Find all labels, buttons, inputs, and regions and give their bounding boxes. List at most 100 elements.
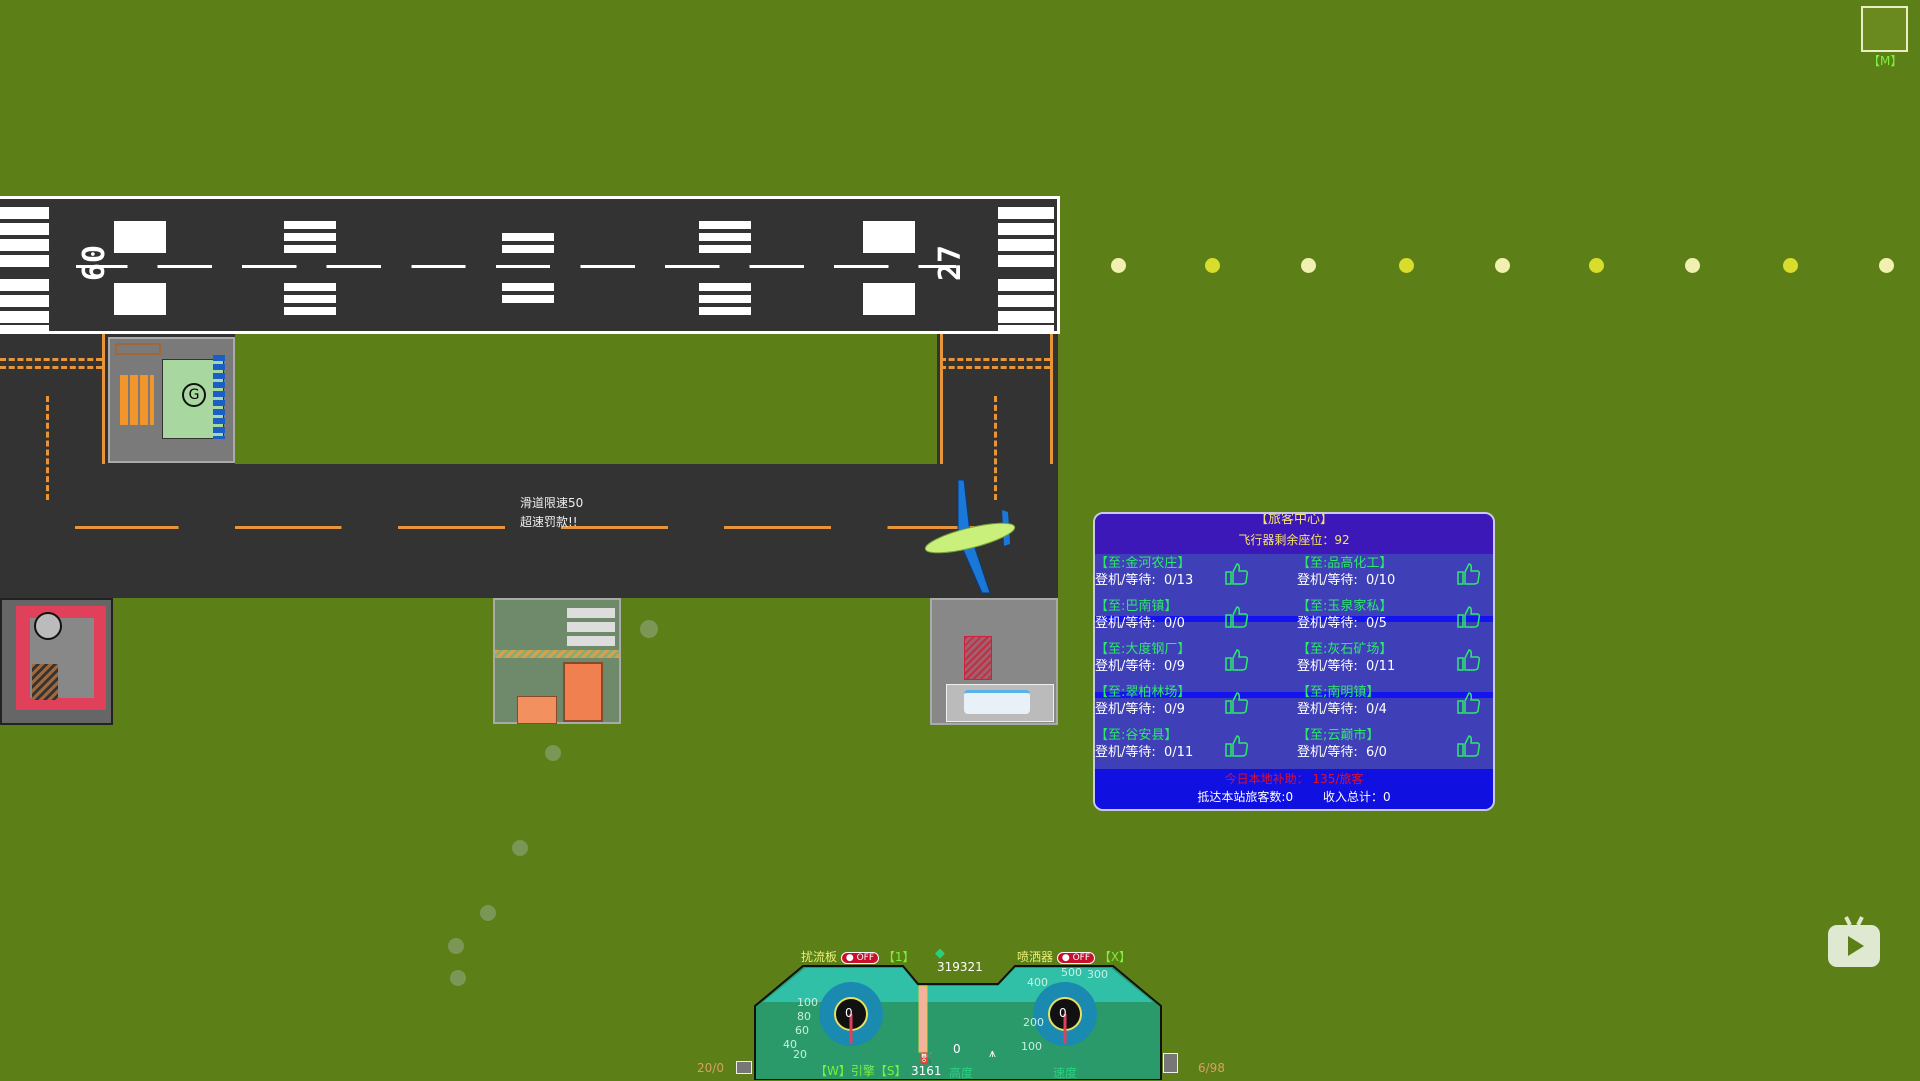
- spoiler-toggle[interactable]: ● OFF: [840, 951, 879, 964]
- cargo-building[interactable]: [930, 598, 1058, 725]
- speed-tick: 200: [1023, 1016, 1044, 1029]
- runway: 09 27: [0, 196, 1060, 334]
- thumbs-up-icon[interactable]: [1225, 734, 1249, 758]
- sprayer-toggle[interactable]: ● OFF: [1056, 951, 1095, 964]
- spoiler-control[interactable]: 扰流板 ● OFF 【1】: [801, 948, 914, 965]
- panel-title: 【旅客中心】: [1254, 512, 1333, 527]
- income-total: 收入总计：0: [1322, 790, 1391, 804]
- taxiway-speed-sign: 滑道限速50 超速罚款!!: [520, 494, 583, 532]
- hangar-building[interactable]: [0, 598, 113, 725]
- engine-tick: 100: [797, 996, 818, 1009]
- thumbs-up-icon[interactable]: [1457, 562, 1481, 586]
- value-label: 登机/等待:: [1297, 616, 1358, 631]
- value-label: 登机/等待:: [1095, 659, 1156, 674]
- approach-light: [1205, 258, 1220, 273]
- tree: [448, 938, 464, 954]
- value-label: 登机/等待:: [1095, 616, 1156, 631]
- boarding-waiting: 登机/等待: 0/4: [1297, 702, 1387, 717]
- approach-light: [1685, 258, 1700, 273]
- tree: [480, 905, 496, 921]
- thumbs-up-icon[interactable]: [1225, 648, 1249, 672]
- terminal-building[interactable]: G: [108, 337, 235, 463]
- value-label: 登机/等待:: [1297, 573, 1358, 588]
- fuel-value: 3161: [911, 1064, 942, 1078]
- value-label: 登机/等待:: [1095, 573, 1156, 588]
- speed-tick: 100: [1021, 1040, 1042, 1053]
- boarding-waiting: 登机/等待: 0/11: [1297, 659, 1395, 674]
- thumbs-up-icon[interactable]: [1225, 562, 1249, 586]
- thumbs-up-icon[interactable]: [1225, 691, 1249, 715]
- thumbs-up-icon[interactable]: [1457, 734, 1481, 758]
- seats-remaining: 飞行器剩余座位：92: [1238, 533, 1350, 547]
- sprayer-state: OFF: [1072, 952, 1090, 963]
- money-icon: ◆: [935, 946, 945, 961]
- boarding-waiting: 登机/等待: 0/10: [1297, 573, 1395, 588]
- centerline: [76, 265, 956, 268]
- fuel-depot-building[interactable]: [493, 598, 621, 724]
- cargo-count: 20/0: [697, 1061, 724, 1075]
- boarding-waiting: 登机/等待: 0/5: [1297, 616, 1387, 631]
- subsidy-text: 今日本地补助： 135/旅客: [1224, 772, 1364, 786]
- destination-name: 【至:翠柏林场】: [1095, 685, 1191, 700]
- boarding-waiting: 登机/等待: 0/0: [1095, 616, 1185, 631]
- destination-name: 【至:玉泉家私】: [1297, 599, 1393, 614]
- destination-name: 【至:谷安县】: [1095, 728, 1178, 743]
- altitude-value: 0: [953, 1042, 961, 1056]
- sprayer-icon: ⩚: [989, 1046, 996, 1060]
- value-label: 登机/等待:: [1095, 745, 1156, 760]
- money-value: 319321: [937, 960, 983, 974]
- tree: [640, 620, 658, 638]
- luggage-icon: [1163, 1053, 1178, 1073]
- speed-tick: 400: [1027, 976, 1048, 989]
- boarding-value: 0/4: [1366, 702, 1387, 717]
- approach-light: [1301, 258, 1316, 273]
- engine-value: 0: [845, 1006, 853, 1020]
- approach-light: [1783, 258, 1798, 273]
- spoiler-key: 【1】: [882, 950, 915, 964]
- panel-header: 【旅客中心】 飞行器剩余座位：92: [1095, 514, 1493, 554]
- approach-light: [1495, 258, 1510, 273]
- destination-name: 【至:金河农庄】: [1095, 556, 1191, 571]
- value-label: 登机/等待:: [1297, 745, 1358, 760]
- sprayer-label: 喷洒器: [1017, 950, 1054, 964]
- approach-light: [1399, 258, 1414, 273]
- minimap-hotkey: 【M】: [1868, 54, 1903, 68]
- thumbs-up-icon[interactable]: [1457, 605, 1481, 629]
- thumbs-up-icon[interactable]: [1457, 691, 1481, 715]
- arrived-count: 抵达本站旅客数:0: [1197, 790, 1294, 804]
- tree: [545, 745, 561, 761]
- boarding-value: 0/10: [1366, 573, 1396, 588]
- spoiler-label: 扰流板: [801, 950, 838, 964]
- airplane[interactable]: [918, 478, 1018, 596]
- thumbs-up-icon[interactable]: [1457, 648, 1481, 672]
- sprayer-control[interactable]: 喷洒器 ● OFF 【X】: [1017, 948, 1131, 965]
- engine-label: 【W】引擎【S】: [815, 1064, 907, 1078]
- tree: [450, 970, 466, 986]
- tv-play-icon[interactable]: [1826, 913, 1882, 969]
- panel-footer: 今日本地补助： 135/旅客 抵达本站旅客数:0 收入总计：0: [1095, 769, 1493, 809]
- boarding-value: 0/0: [1164, 616, 1185, 631]
- passenger-center-panel: 【旅客中心】 飞行器剩余座位：92 【至:金河农庄】 登机/等待: 0/13 【…: [1093, 512, 1495, 811]
- thumbs-up-icon[interactable]: [1225, 605, 1249, 629]
- engine-tick: 40: [783, 1038, 797, 1051]
- destination-name: 【至:灰石矿场】: [1297, 642, 1393, 657]
- engine-tick: 80: [797, 1010, 811, 1023]
- approach-light: [1111, 258, 1126, 273]
- boarding-waiting: 登机/等待: 0/11: [1095, 745, 1193, 760]
- approach-light: [1879, 258, 1894, 273]
- speed-tick: 500: [1061, 966, 1082, 979]
- passenger-count: 6/98: [1198, 1061, 1225, 1075]
- engine-tick: 20: [793, 1048, 807, 1061]
- boarding-value: 6/0: [1366, 745, 1387, 760]
- sprayer-key: 【X】: [1098, 950, 1132, 964]
- value-label: 登机/等待:: [1297, 659, 1358, 674]
- gas-station-icon: G: [182, 383, 206, 407]
- engine-tick: 60: [795, 1024, 809, 1037]
- sign-line: 超速罚款!!: [520, 515, 578, 529]
- destination-name: 【至;南明镇】: [1297, 685, 1380, 700]
- runway-number-right: 27: [933, 244, 968, 281]
- boarding-value: 0/5: [1366, 616, 1387, 631]
- boarding-value: 0/11: [1164, 745, 1194, 760]
- value-label: 登机/等待:: [1095, 702, 1156, 717]
- minimap[interactable]: [1861, 6, 1908, 52]
